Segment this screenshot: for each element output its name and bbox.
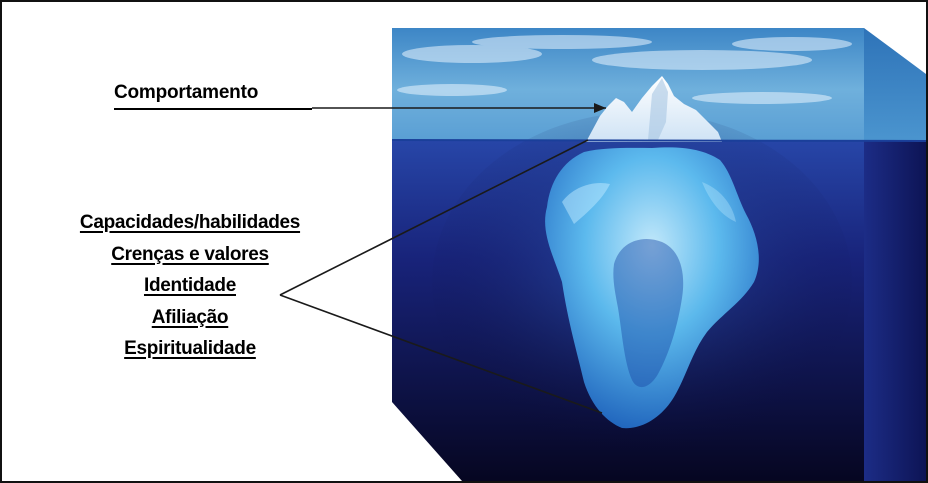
connector-hidden-upper <box>279 139 589 296</box>
visible-layer-label: Comportamento <box>114 82 259 103</box>
hidden-label-row: Capacidades/habilidades <box>40 207 340 239</box>
cube-side-sky <box>864 28 926 142</box>
hidden-label-affiliation: Afiliação <box>151 306 229 328</box>
connector-hidden-lower <box>279 294 603 414</box>
hidden-label-row: Identidade <box>40 270 340 302</box>
cube-bottom-bevel <box>392 402 462 481</box>
connector-lines <box>279 107 606 414</box>
hidden-label-spirituality: Espiritualidade <box>124 338 256 359</box>
cube-side-sea <box>864 140 926 481</box>
arrowhead-icon <box>594 103 606 113</box>
hidden-label-capacities: Capacidades/habilidades <box>79 212 301 233</box>
hidden-layer-labels: Capacidades/habilidades Crenças e valore… <box>40 207 340 365</box>
visible-layer-underline <box>114 108 312 110</box>
hidden-label-row: Afiliação <box>40 302 340 334</box>
hidden-label-row: Crenças e valores <box>40 239 340 271</box>
hidden-label-beliefs: Crenças e valores <box>111 243 269 265</box>
submerged-iceberg <box>545 147 759 429</box>
hidden-label-row: Espiritualidade <box>40 333 340 365</box>
clouds <box>397 35 852 104</box>
hidden-label-identity: Identidade <box>143 275 236 296</box>
